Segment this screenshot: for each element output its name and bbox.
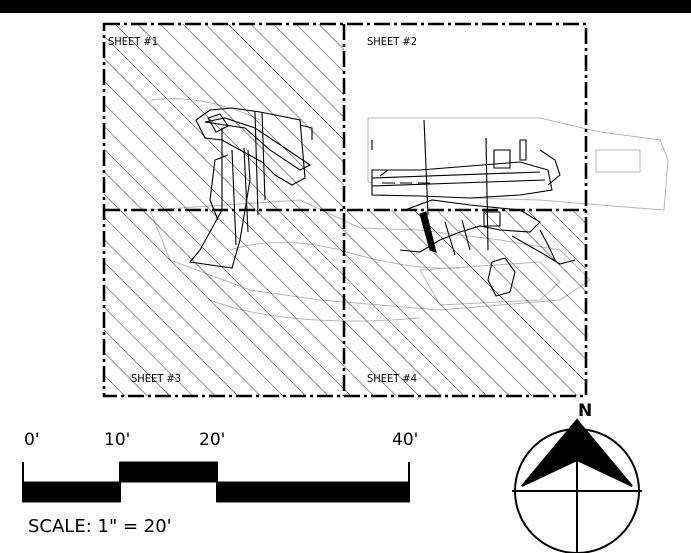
sheet-label-2: SHEET #2: [367, 35, 418, 48]
scale-tick-label-10: 10': [104, 430, 131, 450]
scale-caption: SCALE: 1" = 20': [28, 516, 172, 537]
scale-tick-label-40: 40': [392, 430, 419, 450]
scale-bar-segment-10-20: [119, 461, 218, 483]
scale-tick-label-0: 0': [24, 430, 40, 450]
top-border-bar: [0, 0, 691, 13]
scale-bar-segment-20-40: [216, 481, 410, 503]
scale-bar: [22, 461, 410, 503]
sheet-label-1: SHEET #1: [108, 35, 159, 48]
sheet-label-3: SHEET #3: [131, 372, 182, 385]
north-arrow: [512, 418, 642, 553]
site-linework-east: [371, 119, 576, 297]
scale-bar-segment-0-10: [22, 481, 121, 503]
north-label: N: [578, 401, 593, 421]
scale-tick-label-20: 20': [199, 430, 226, 450]
sheet-label-4: SHEET #4: [367, 372, 418, 385]
sheet-boundaries: [102, 22, 588, 398]
